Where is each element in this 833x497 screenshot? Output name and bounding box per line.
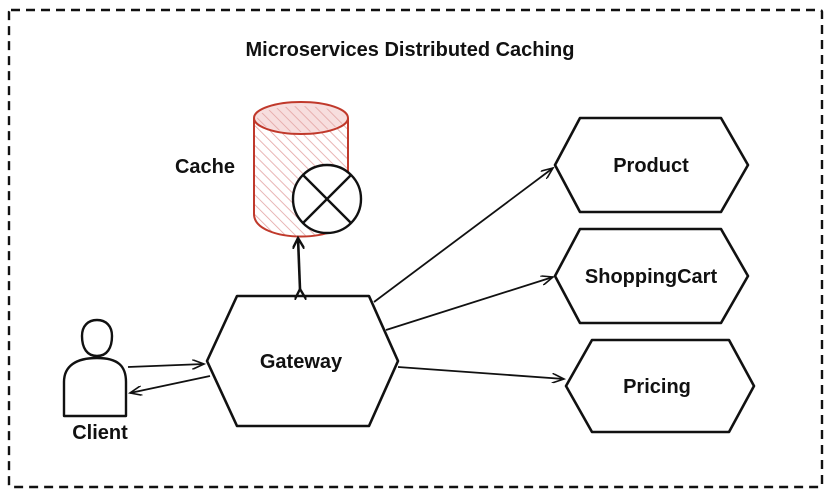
edge-gateway-to-product — [373, 168, 553, 303]
pricing-node[interactable]: Pricing — [564, 338, 756, 434]
gateway-label: Gateway — [260, 351, 343, 373]
edge-client-to-gateway — [127, 364, 204, 367]
pricing-label: Pricing — [623, 376, 691, 398]
shopping-cart-label: ShoppingCart — [585, 266, 718, 288]
product-node[interactable]: Product — [553, 116, 750, 214]
circle-cross-icon — [291, 163, 363, 235]
client-node[interactable]: Client — [62, 318, 128, 444]
client-label: Client — [72, 422, 128, 444]
user-icon — [62, 318, 128, 418]
edge-gateway-to-client — [130, 375, 211, 393]
gateway-node[interactable]: Gateway — [205, 294, 400, 428]
diagram-title: Microservices Distributed Caching — [246, 39, 575, 61]
edge-gateway-to-pricing — [397, 366, 564, 379]
cache-node[interactable]: Cache — [175, 101, 363, 238]
cache-label: Cache — [175, 156, 235, 178]
shopping-cart-node[interactable]: ShoppingCart — [553, 227, 750, 325]
edge-gateway-to-shopping-cart — [385, 277, 553, 331]
edge-gateway-cache — [298, 238, 300, 289]
product-label: Product — [613, 155, 689, 177]
